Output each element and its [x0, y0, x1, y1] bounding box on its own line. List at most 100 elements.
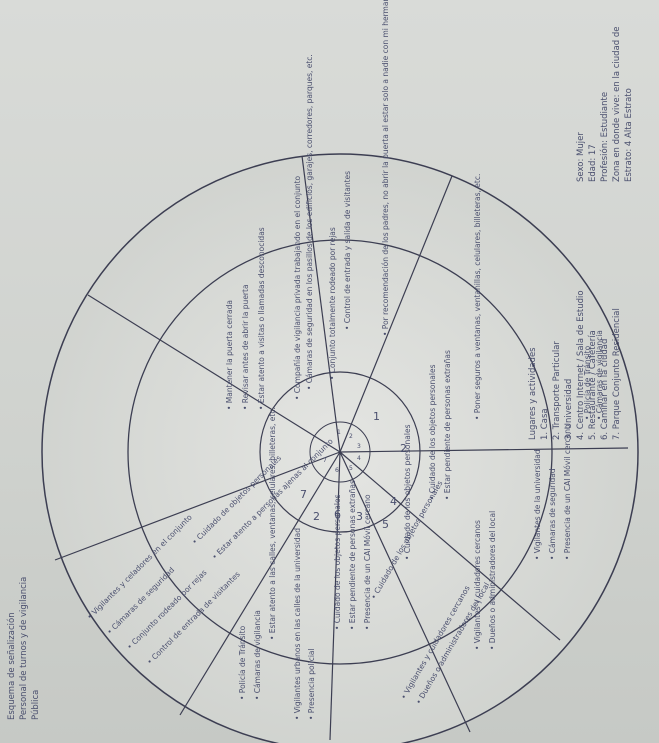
sector-t-outer-b: • Cámaras de vigilancia	[253, 610, 262, 700]
core-number: 7	[323, 457, 327, 464]
core-number: 4	[357, 455, 361, 462]
sector-text: • Estar pendiente de personas extrañas	[348, 480, 357, 630]
core-number: 6	[335, 467, 339, 474]
sector-4-middle: • Cuidado de los objetos personales	[403, 424, 412, 560]
sector-text: • Cámaras de vigilancia	[253, 610, 262, 700]
inner-ring-numbers: 1 2 3 4 5 6 7 2	[300, 410, 407, 531]
sector-t-outer: • Policía de Tránsito	[238, 625, 247, 700]
sector-text: • Policía de Tránsito	[238, 625, 247, 700]
place-item: 6. Caminar en la ciudad	[600, 339, 610, 440]
sector-3-middle: • Cuidado de los objetos personales	[428, 364, 437, 500]
subject-line: Sexo: Mujer	[576, 132, 586, 182]
ring-number-2b: 2	[313, 510, 320, 523]
sector-1-middle: • Mantener la puerta cerrada	[225, 300, 234, 410]
ring-number-6: 6	[334, 508, 341, 521]
sector-text: • Estar atento a visitas o llamadas desc…	[257, 227, 266, 410]
place-item: 1. Casa	[540, 408, 550, 440]
sector-dividers	[54, 155, 629, 741]
sector-2-outer: • Policía de Tránsito	[583, 345, 592, 420]
divider-line	[179, 451, 341, 716]
ring-number-1: 1	[373, 410, 380, 423]
divider-line	[301, 155, 341, 453]
sector-1-outer-c: • Conjunto totalmente rodeado por rejas	[328, 227, 337, 380]
sector-text: • Cuidado de los objetos personales	[403, 424, 412, 560]
subject-line: Profesión: Estudiante	[599, 92, 610, 182]
ring-number-5: 5	[382, 518, 389, 531]
sector-text: • Presencia policial	[307, 648, 316, 720]
divider-line	[339, 451, 561, 641]
sector-text: • Mantener la puerta cerrada	[225, 300, 234, 410]
sector-text: • Revisar antes de abrir la puerta	[241, 284, 250, 410]
sector-text: • Cuidado de los objetos personales	[428, 364, 437, 500]
core-number: 1	[337, 429, 341, 436]
sector-text: • Control de entrada y salida de visitan…	[343, 171, 352, 330]
divider-line	[339, 447, 629, 453]
place-item: 3. Universidad	[564, 379, 574, 440]
title-line: Personal de turnos y de vigilancia	[19, 577, 29, 720]
ring-number-7: 7	[300, 488, 307, 501]
sector-1-middle-b: • Revisar antes de abrir la puerta	[241, 284, 250, 410]
title-line: Pública	[31, 690, 41, 720]
place-item: 7. Parque Conjunto Residencial	[612, 308, 622, 440]
sector-3-outer-b: • Cámaras de seguridad	[548, 468, 557, 560]
middle-circle	[127, 239, 553, 665]
sector-1-outer: • Compañía de vigilancia privada trabaja…	[293, 175, 302, 400]
diagram-title: Esquema de señalización Personal de turn…	[6, 577, 41, 720]
sector-text: • Cámaras de seguridad en los pasillos d…	[305, 54, 314, 390]
divider-line	[339, 175, 453, 453]
sector-text: • Presencia de un CAI Móvil cercano	[563, 424, 572, 560]
divider-line	[339, 451, 471, 733]
place-item: 2. Transporte Particular	[552, 341, 562, 440]
sector-6-middle-c: • Presencia de un CAI Móvil cercano	[363, 494, 372, 630]
sector-1-middle-c: • Estar atento a visitas o llamadas desc…	[257, 227, 266, 410]
core-number: 5	[349, 465, 353, 472]
sector-text: • Cámaras de vigilancia	[595, 330, 604, 420]
sector-6-outer: • Vigilantes urbanos en las calles de la…	[293, 528, 302, 720]
sector-text: • Vigilantes y cuidadores cercanos	[473, 520, 482, 650]
sector-2-middle: • Poner seguros a ventanas, ventanillas,…	[473, 174, 482, 420]
sector-text: • Compañía de vigilancia privada trabaja…	[293, 175, 302, 400]
sector-text: • Cámaras de seguridad	[548, 468, 557, 560]
sector-text: • Dueños o administradores del local	[488, 511, 497, 650]
sector-text: • Vigilantes urbanos en las calles de la…	[293, 528, 302, 720]
sector-3-middle-b: • Estar pendiente de personas extrañas	[443, 350, 452, 500]
divider-line	[54, 451, 341, 561]
inner-circle	[259, 371, 421, 533]
divider-line	[87, 294, 341, 453]
core-number: 3	[357, 443, 361, 450]
sector-6-outer-b: • Presencia policial	[307, 648, 316, 720]
divider-line	[329, 451, 341, 741]
places-heading: Lugares y actividades	[528, 347, 538, 440]
ring-number-2: 2	[400, 442, 407, 455]
subject-line: Edad: 17	[588, 144, 598, 182]
sector-text: • Vigilantes de la universidad	[533, 449, 542, 560]
sector-text: • Estar pendiente de personas extrañas	[443, 350, 452, 500]
sector-3-outer-c: • Presencia de un CAI Móvil cercano	[563, 424, 572, 560]
ring-number-3: 3	[356, 510, 363, 523]
sector-6-middle-b: • Estar pendiente de personas extrañas	[348, 480, 357, 630]
sector-6-middle: • Cuidado de los objetos personales	[333, 494, 342, 630]
place-item: 4. Centro Internet / Sala de Estudio	[576, 290, 586, 440]
sector-text: • Por recomendación de los padres, no ab…	[381, 0, 390, 336]
core-numbers: 1 2 3 4 5 6 7	[323, 429, 361, 474]
places-legend: Lugares y actividades 1. Casa 2. Transpo…	[528, 290, 622, 440]
sector-text: • Cuidado de los objetos personales	[333, 494, 342, 630]
sector-4-outer: • Vigilantes y cuidadores cercanos	[473, 520, 482, 650]
subject-line: Zona en donde vive: en la ciudad de	[612, 26, 622, 182]
sector-1-outer-d: • Control de entrada y salida de visitan…	[343, 171, 352, 330]
sector-1-outer-e: • Por recomendación de los padres, no ab…	[381, 0, 390, 336]
subject-info: Sexo: Mujer Edad: 17 Profesión: Estudian…	[576, 26, 634, 182]
sector-text: • Policía de Tránsito	[583, 345, 592, 420]
sector-3-outer: • Vigilantes de la universidad	[533, 449, 542, 560]
place-item: 5. Restaurante / Cafetería	[588, 330, 598, 440]
title-line: Esquema de señalización	[6, 612, 17, 720]
sector-t-middle: • Estar atento a las calles, ventanas, c…	[268, 407, 277, 640]
sector-text: • Presencia de un CAI Móvil cercano	[363, 494, 372, 630]
ring-number-4: 4	[390, 495, 397, 508]
sector-text: • Estar atento a las calles, ventanas, c…	[268, 407, 277, 640]
sector-4-outer-b: • Dueños o administradores del local	[488, 511, 497, 650]
core-number: 2	[349, 433, 353, 440]
sector-text: • Poner seguros a ventanas, ventanillas,…	[473, 174, 482, 420]
